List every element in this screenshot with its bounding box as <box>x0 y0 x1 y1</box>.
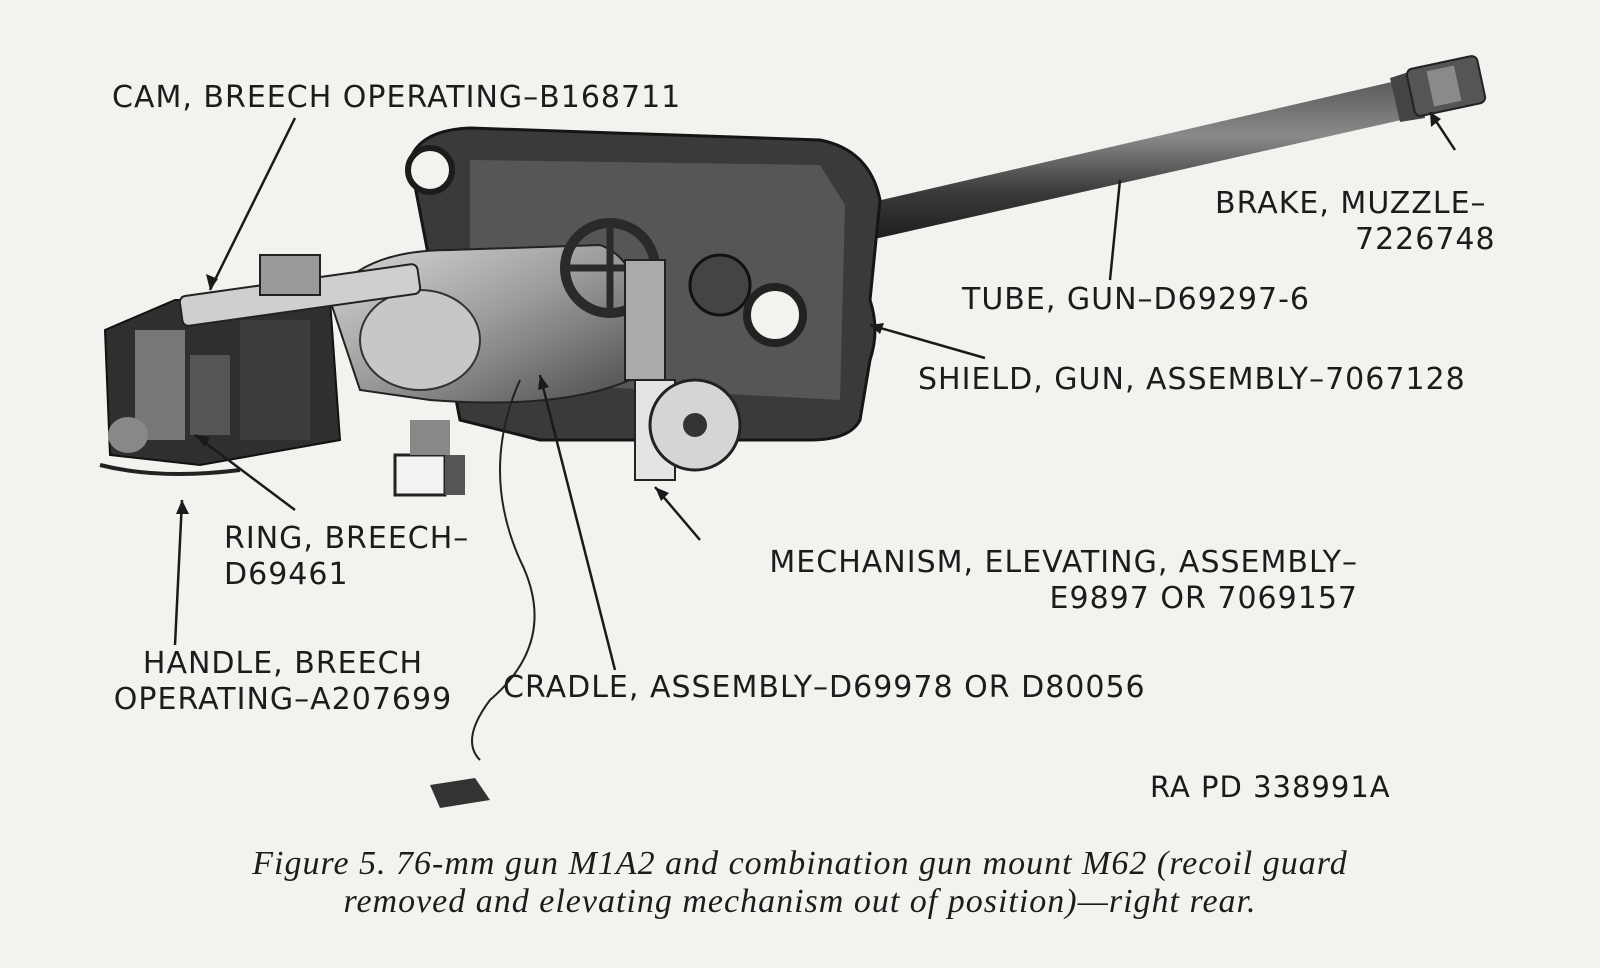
label-elevating-mechanism-line2: E9897 OR 7069157 <box>1049 581 1358 616</box>
figure-caption-line1: Figure 5. 76-mm gun M1A2 and combination… <box>252 845 1348 882</box>
label-gun-tube-text: TUBE, GUN–D69297-6 <box>962 282 1310 317</box>
label-breech-ring-line2: D69461 <box>224 557 349 592</box>
elevating-mechanism <box>560 218 807 481</box>
label-gun-tube: TUBE, GUN–D69297-6 <box>962 282 1310 318</box>
label-elevating-mechanism: MECHANISM, ELEVATING, ASSEMBLY– E9897 OR… <box>668 545 1358 617</box>
lanyard-pedal <box>430 778 490 808</box>
figure-caption: Figure 5. 76-mm gun M1A2 and combination… <box>0 845 1600 921</box>
label-muzzle-brake: BRAKE, MUZZLE– 7226748 <box>1215 186 1496 258</box>
label-cradle: CRADLE, ASSEMBLY–D69978 OR D80056 <box>503 670 1146 706</box>
leader-lines <box>173 111 1457 671</box>
breech-handle <box>393 420 465 497</box>
label-cradle-text: CRADLE, ASSEMBLY–D69978 OR D80056 <box>503 670 1146 705</box>
label-elevating-mechanism-line1: MECHANISM, ELEVATING, ASSEMBLY– <box>769 545 1358 580</box>
breech-ring <box>99 299 342 476</box>
label-cam: CAM, BREECH OPERATING–B168711 <box>112 80 681 116</box>
label-gun-shield-text: SHIELD, GUN, ASSEMBLY–7067128 <box>918 362 1466 397</box>
label-breech-handle-line1: HANDLE, BREECH <box>142 646 424 681</box>
breech-cam <box>178 254 422 327</box>
firing-lanyard <box>471 379 536 761</box>
arrowheads <box>176 112 1441 514</box>
label-muzzle-brake-line2: 7226748 <box>1355 222 1496 257</box>
label-breech-ring: RING, BREECH– D69461 <box>224 521 469 593</box>
muzzle-brake <box>1405 55 1487 117</box>
label-breech-ring-line1: RING, BREECH– <box>224 521 470 556</box>
label-breech-handle-line2: OPERATING–A207699 <box>113 682 453 717</box>
label-gun-shield: SHIELD, GUN, ASSEMBLY–7067128 <box>918 362 1466 398</box>
label-cam-text: CAM, BREECH OPERATING–B168711 <box>112 80 682 115</box>
figure-caption-line2: removed and elevating mechanism out of p… <box>343 883 1257 920</box>
label-breech-handle: HANDLE, BREECH OPERATING–A207699 <box>98 646 468 718</box>
reference-number: RA PD 338991A <box>1150 770 1391 804</box>
label-muzzle-brake-line1: BRAKE, MUZZLE– <box>1215 186 1487 221</box>
